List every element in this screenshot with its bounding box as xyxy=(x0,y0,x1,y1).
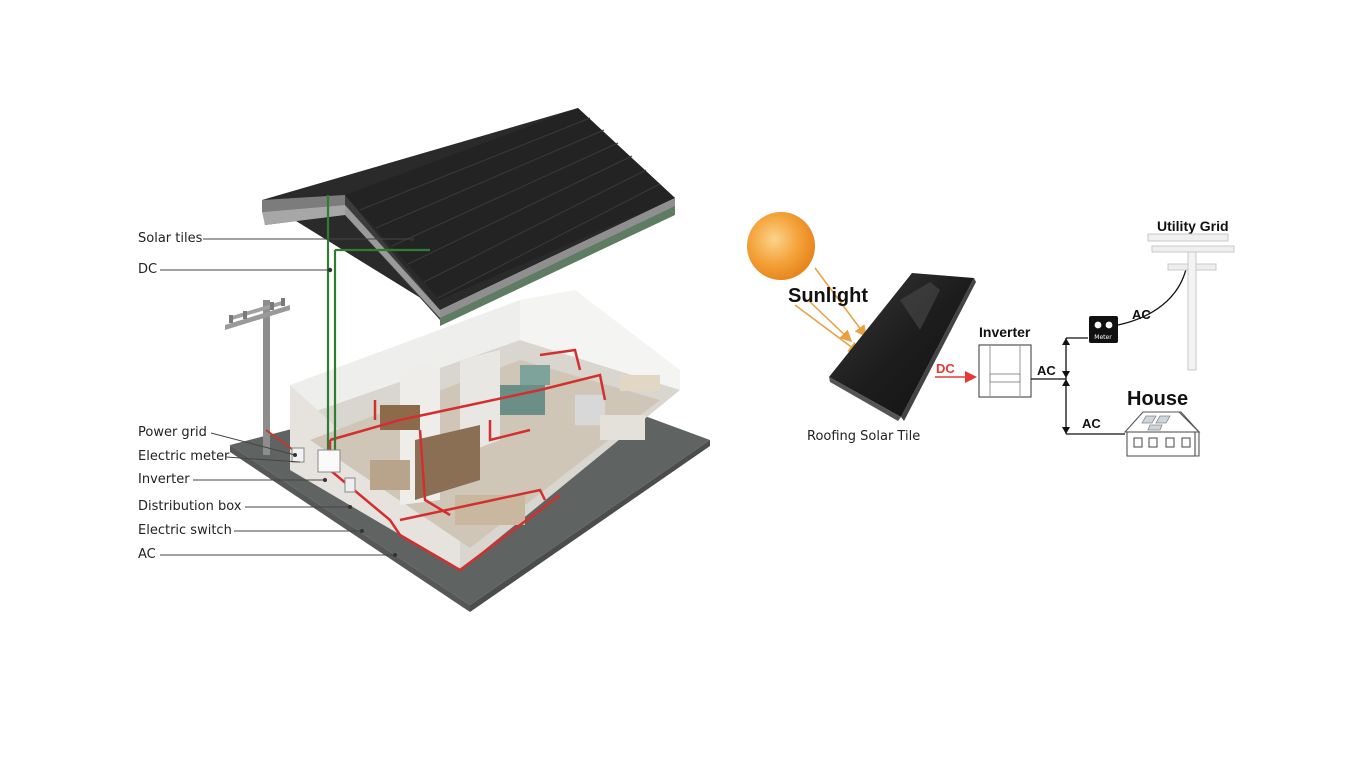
roofing-solar-tile-label: Roofing Solar Tile xyxy=(807,429,920,444)
house-label: House xyxy=(1127,388,1188,410)
roofing-solar-tile-icon xyxy=(829,273,976,421)
inverter-box xyxy=(317,449,341,473)
utility-grid-label: Utility Grid xyxy=(1157,218,1229,234)
sunlight-rays xyxy=(794,267,867,354)
label-dc: DC xyxy=(138,262,158,277)
house-illustration xyxy=(160,108,710,612)
house-icon xyxy=(1123,411,1201,457)
ac-grid-label: AC xyxy=(1132,307,1151,322)
meter-label: Meter xyxy=(1094,334,1112,341)
ac-house-label: AC xyxy=(1082,416,1101,431)
system-flow-diagram: Sunlight Roofing Solar Tile DC Inverter xyxy=(747,212,1235,457)
label-inverter: Inverter xyxy=(138,472,190,487)
inverter-label: Inverter xyxy=(979,324,1031,340)
dc-wiring xyxy=(326,195,430,460)
label-distribution-box: Distribution box xyxy=(138,499,242,514)
label-ac: AC xyxy=(138,547,156,562)
inverter-icon xyxy=(978,344,1032,398)
distribution-box xyxy=(344,477,356,493)
sunlight-label: Sunlight xyxy=(788,285,868,307)
dc-label: DC xyxy=(936,361,955,376)
solar-tile-roof xyxy=(262,108,675,326)
label-electric-meter: Electric meter xyxy=(138,449,230,464)
meter-icon xyxy=(1089,316,1118,343)
label-solar-tiles: Solar tiles xyxy=(138,231,203,246)
label-electric-switch: Electric switch xyxy=(138,523,232,538)
label-power-grid: Power grid xyxy=(138,425,207,440)
wall-equipment xyxy=(291,447,356,493)
callout-lines xyxy=(160,238,412,556)
utility-pole-icon xyxy=(1147,233,1235,371)
ac-wiring xyxy=(328,348,607,572)
sun-icon xyxy=(747,212,815,280)
ac-wiring-diagram xyxy=(1031,264,1188,435)
ac-inverter-label: AC xyxy=(1037,363,1056,378)
